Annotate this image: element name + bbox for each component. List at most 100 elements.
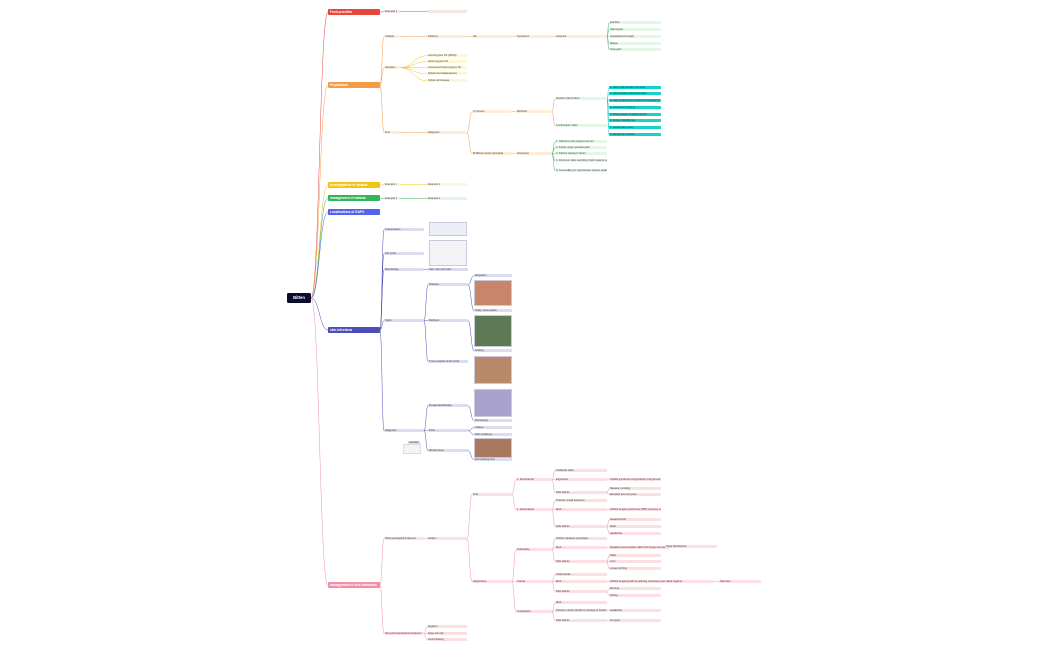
mind-map-node[interactable]: Headache	[609, 609, 661, 613]
mind-map-node[interactable]: Ringworm	[474, 274, 512, 278]
mind-map-node[interactable]: KOH	[428, 429, 468, 433]
mind-map-node[interactable]: Newborn blood films	[555, 97, 607, 101]
branch-prep[interactable]: Preparation	[328, 82, 380, 88]
branch-inv[interactable]: Investigations of malaria	[328, 182, 380, 188]
mind-map-node[interactable]: Diagnosis	[384, 429, 424, 433]
mind-map-node[interactable]: Ergosterol	[555, 478, 607, 482]
mind-map-node[interactable]: Imidazole class	[555, 469, 607, 473]
mind-map-node[interactable]: Liver	[609, 560, 661, 564]
mind-map-node[interactable]: Fungal identification	[428, 404, 468, 408]
mind-map-node[interactable]: Hepatotoxicity	[609, 518, 661, 522]
mind-map-node[interactable]: 8. Repeat at 6 weeks	[609, 133, 661, 137]
mind-map-node[interactable]: Pharmacological treatment	[384, 537, 424, 541]
mind-map-node[interactable]: Methods	[516, 110, 552, 114]
mind-map-node[interactable]: 5. Counselling on reproductive options a…	[555, 169, 607, 173]
mind-map-node[interactable]: Sickle cell disease	[427, 79, 467, 83]
mind-map-node[interactable]: Non-pharmacological treatment	[384, 632, 424, 636]
mind-map-node[interactable]	[427, 10, 467, 14]
mind-map-node[interactable]: Symptoms	[516, 35, 552, 39]
mind-map-node[interactable]: Screening	[516, 152, 552, 156]
mind-map-node[interactable]: Signs	[384, 319, 424, 323]
mind-map-node[interactable]: 4. Chorionic villus sampling if both par…	[555, 159, 607, 163]
mind-map-node[interactable]: Example 1	[427, 197, 467, 201]
mind-map-node[interactable]: Inhibits fungal cytochrome P450 enzymes,…	[609, 508, 661, 512]
note-label[interactable]: Includes	[408, 441, 420, 445]
mind-map-node[interactable]: Rash	[609, 554, 661, 558]
mind-map-node[interactable]: Example 1	[384, 10, 400, 14]
mind-map-node[interactable]: Headache	[609, 532, 661, 536]
mind-map-node[interactable]: MoA	[555, 601, 607, 605]
mind-map-node[interactable]: Redness	[428, 319, 468, 323]
mind-map-node[interactable]: Culture	[474, 426, 512, 430]
mind-map-node[interactable]: Skin scrapings	[474, 433, 512, 437]
mind-map-node[interactable]: Patterns	[427, 35, 465, 39]
mind-map-node[interactable]: Clotrimazole	[555, 573, 607, 577]
root-node[interactable]: Bitten	[287, 293, 311, 303]
mind-map-node[interactable]: Side effects	[555, 491, 607, 495]
mind-map-node[interactable]: Hb	[472, 35, 512, 39]
mind-map-node[interactable]: Confirmatory Tests	[555, 124, 607, 128]
mind-map-node[interactable]: A) Screen	[472, 110, 512, 114]
mind-map-node[interactable]: Taste disturbance	[665, 545, 717, 549]
mind-map-node[interactable]: bone pain	[609, 48, 661, 52]
mind-map-node[interactable]: Homozygous SS (HbSS)	[427, 54, 467, 58]
mind-map-node[interactable]: Triazole, broad spectrum	[555, 499, 607, 503]
mind-map-node[interactable]: Griseofulvin	[516, 610, 552, 614]
mind-map-node[interactable]: Avoid sharing	[427, 638, 467, 642]
mind-map-node[interactable]: Allylamines	[472, 580, 512, 584]
mind-map-node[interactable]: B) Blood counts (prenatal)	[472, 152, 512, 156]
mind-map-node[interactable]: Side effects	[555, 525, 607, 529]
mind-map-node[interactable]: 2. Haemoglobin electrophoresis	[609, 92, 661, 96]
mind-map-node[interactable]: Example 1	[384, 183, 400, 187]
mind-map-node[interactable]: Test	[384, 131, 400, 135]
mind-map-node[interactable]: Anaemia	[555, 35, 607, 39]
mind-map-node[interactable]: fatigue	[609, 42, 661, 46]
mind-map-node[interactable]: Rash	[609, 525, 661, 529]
branch-mgm[interactable]: management of malaria	[328, 195, 380, 201]
mind-map-node[interactable]: 3. High performance liquid chromatograph…	[609, 99, 661, 103]
mind-map-node[interactable]: Sickle beta thalassaemia	[427, 72, 467, 76]
mind-map-node[interactable]: haemolysis	[609, 28, 661, 32]
mind-map-node[interactable]: 5. DNA analysis of globin genes	[609, 113, 661, 117]
mind-map-node[interactable]: Example 1	[384, 197, 400, 201]
mind-map-node[interactable]: MoA	[555, 508, 607, 512]
mind-map-node[interactable]: Example 1	[427, 183, 467, 187]
mind-map-node[interactable]: Tinea corporis of the trunk	[428, 360, 468, 364]
mind-map-node[interactable]: Burning	[609, 587, 661, 591]
mind-map-node[interactable]: 1. Fluconazole	[516, 478, 552, 482]
mind-map-node[interactable]: Squalene accumulates within the fungal c…	[609, 546, 669, 550]
mind-map-node[interactable]: Keep skin dry	[427, 632, 467, 636]
mind-map-node[interactable]: Scaling	[474, 349, 512, 353]
mind-map-node[interactable]: Life cycle	[384, 252, 424, 256]
mind-map-node[interactable]: Itching	[609, 594, 661, 598]
mind-map-node[interactable]: Topical	[516, 580, 552, 584]
mind-map-node[interactable]: 3. Partner testing if carrier	[555, 152, 607, 156]
mind-map-node[interactable]: Elevated liver enzymes	[609, 493, 661, 497]
mind-map-node[interactable]: Compound heterozygous SC	[427, 66, 467, 70]
mind-map-node[interactable]: MoA	[555, 546, 607, 550]
mind-map-node[interactable]: Nail care	[719, 580, 761, 584]
mind-map-node[interactable]: 1. Heel prick sample onto card	[609, 86, 661, 90]
mind-map-node[interactable]: Azoles	[427, 537, 467, 541]
branch-gen[interactable]: Localisations of GAPO	[328, 209, 380, 215]
mind-map-node[interactable]: Oral	[472, 493, 512, 497]
mind-map-node[interactable]: Transmission	[384, 228, 424, 232]
mind-map-node[interactable]: Microscopy	[474, 419, 512, 423]
mind-map-node[interactable]: Terbinafine	[516, 548, 552, 552]
mind-map-node[interactable]: Inhibits fungal growth by altering membr…	[609, 580, 669, 584]
mind-map-node[interactable]: Chapter	[384, 35, 400, 39]
mind-map-node[interactable]: jaundice	[609, 21, 661, 25]
mind-map-node[interactable]: MoA	[555, 580, 607, 584]
mind-map-node[interactable]: Inhibits squalene epoxidase	[555, 537, 607, 541]
mind-map-node[interactable]: Hand hygiene	[665, 580, 713, 584]
mind-map-node[interactable]: Loose clothing	[609, 567, 661, 571]
mind-map-node[interactable]: Side effects	[555, 590, 607, 594]
mind-map-node[interactable]: Skin, hair and nails	[428, 268, 468, 272]
mind-map-node[interactable]: Scalp, tinea capitis	[474, 309, 512, 313]
mind-map-node[interactable]: Side effects	[555, 560, 607, 564]
mind-map-node[interactable]: Diagnosis	[427, 131, 467, 135]
mind-map-node[interactable]: 1. Offered to all pregnant women	[555, 140, 607, 144]
mind-map-node[interactable]: Wood's lamp	[428, 449, 468, 453]
branch-skin[interactable]: skin infections	[328, 327, 380, 333]
branch-fnd[interactable]: Fund priorities	[328, 9, 380, 15]
